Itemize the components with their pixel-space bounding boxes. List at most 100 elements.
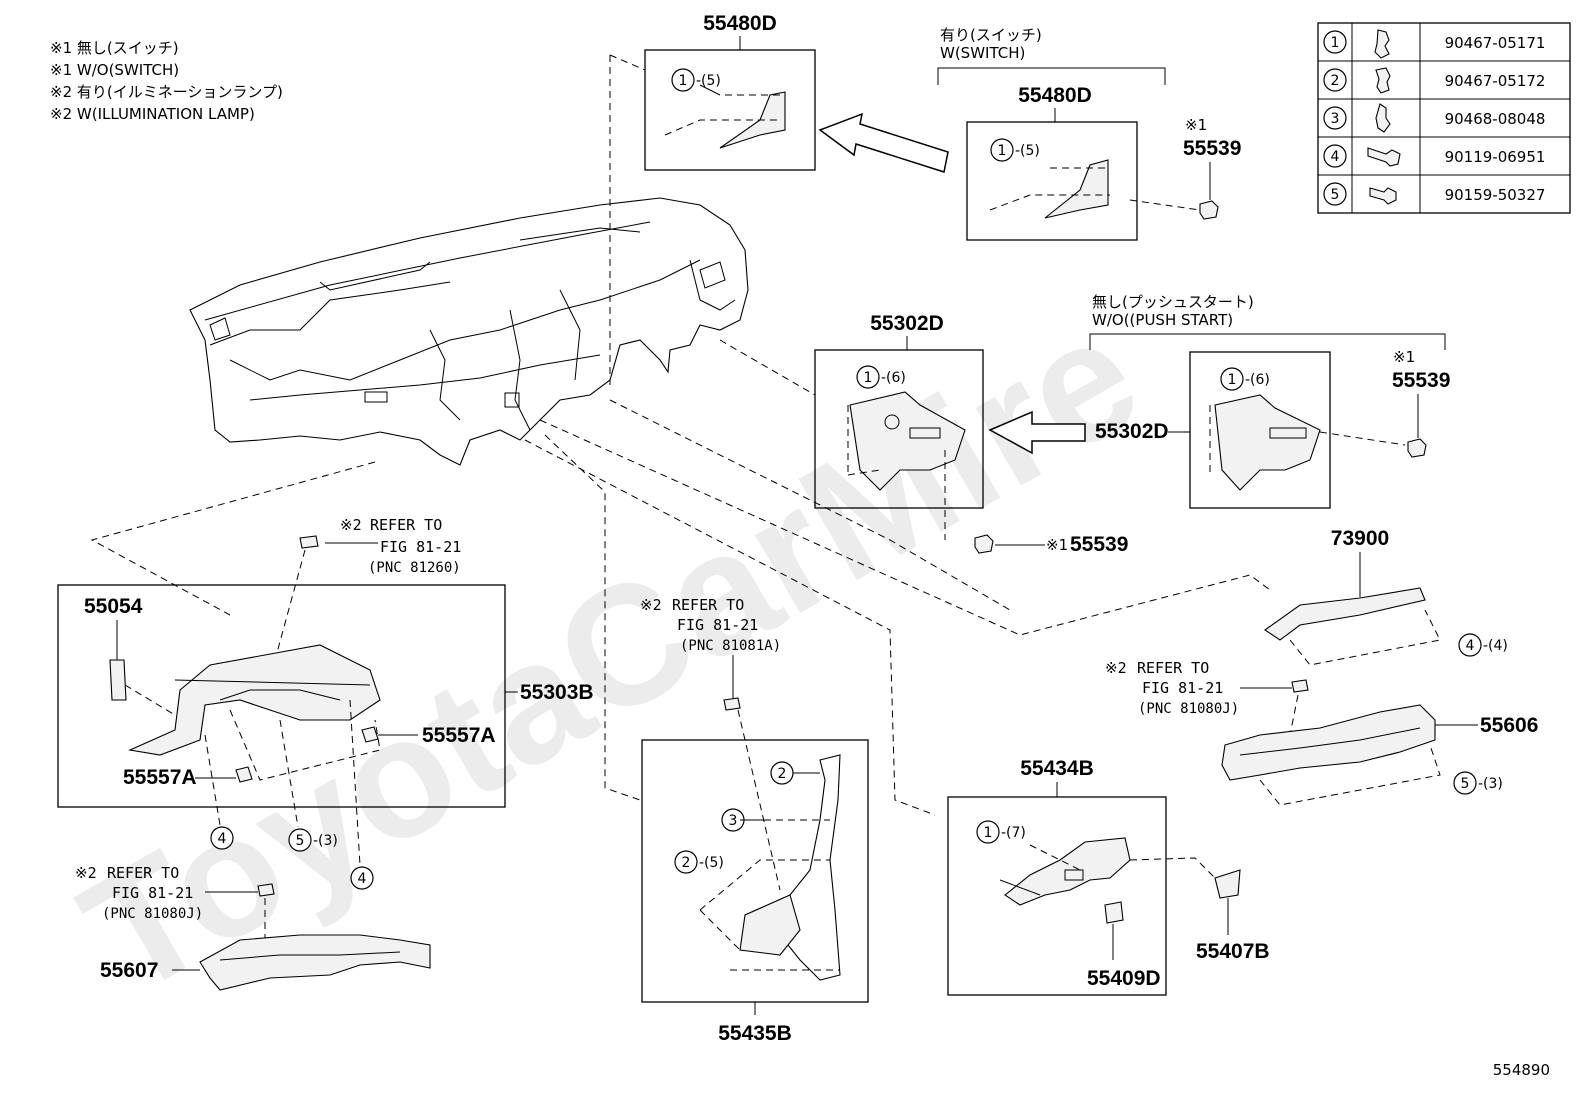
svg-text:※2: ※2 bbox=[340, 516, 362, 534]
part-label-55557A: 55557A bbox=[123, 766, 197, 789]
svg-text:2: 2 bbox=[1331, 73, 1340, 89]
svg-text:-(5): -(5) bbox=[699, 855, 724, 871]
svg-text:-(6): -(6) bbox=[881, 370, 906, 386]
svg-text:5: 5 bbox=[296, 833, 305, 849]
part-label-55480D: 55480D bbox=[703, 12, 777, 35]
legend-part-3: 90468-08048 bbox=[1445, 110, 1546, 128]
part-label-55606: 55606 bbox=[1480, 714, 1538, 737]
part-55539-switch-a: ※1 55539 bbox=[1183, 116, 1241, 220]
box-55434B: 55434B 1 -(7) 55409D bbox=[947, 757, 1216, 996]
notes-block: ※1 無し(スイッチ) ※1 W/O(SWITCH) ※2 有り(イルミネーショ… bbox=[50, 39, 283, 123]
part-label-55480D: 55480D bbox=[1018, 84, 1092, 107]
svg-text:※2: ※2 bbox=[75, 864, 97, 882]
svg-text:REFER TO: REFER TO bbox=[672, 596, 744, 614]
legend-row-5: 5 90159-50327 bbox=[1323, 182, 1546, 206]
part-label-55407B: 55407B bbox=[1196, 940, 1270, 963]
svg-text:4: 4 bbox=[1466, 638, 1475, 654]
push-start-group: 無し(プッシュスタート) W/O((PUSH START) 55302D 1 -… bbox=[1089, 293, 1446, 509]
svg-text:FIG 81-21: FIG 81-21 bbox=[112, 884, 193, 902]
svg-text:1: 1 bbox=[864, 370, 873, 386]
part-55606: 55606 5 -(3) bbox=[1221, 704, 1538, 806]
part-73900: 73900 4 -(4) bbox=[1264, 527, 1508, 666]
part-label-55539: 55539 bbox=[1183, 137, 1241, 160]
note-1: ※1 無し(スイッチ) bbox=[50, 39, 179, 57]
part-label-55557A: 55557A bbox=[422, 724, 496, 747]
legend-row-1: 1 90467-05171 bbox=[1323, 29, 1546, 59]
refer-81081A: ※2 REFER TO FIG 81-21 (PNC 81081A) bbox=[640, 596, 781, 711]
svg-text:5: 5 bbox=[1461, 776, 1470, 792]
svg-text:3: 3 bbox=[1331, 111, 1340, 127]
bolt-icon bbox=[1367, 147, 1401, 167]
svg-text:(PNC 81081A): (PNC 81081A) bbox=[680, 638, 781, 654]
note-2: ※1 W/O(SWITCH) bbox=[50, 61, 179, 79]
svg-text:2: 2 bbox=[682, 855, 691, 871]
svg-text:無し(プッシュスタート): 無し(プッシュスタート) bbox=[1092, 293, 1254, 311]
svg-text:W/O((PUSH START): W/O((PUSH START) bbox=[1092, 311, 1233, 329]
box-55303B: 55054 55557A 55557A 55303B bbox=[57, 584, 594, 808]
part-label-73900: 73900 bbox=[1331, 527, 1389, 550]
diagram-id: 554890 bbox=[1493, 1061, 1550, 1079]
part-label-55435B: 55435B bbox=[718, 1022, 792, 1045]
box-55302D-left: 55302D 1 -(6) bbox=[814, 312, 984, 540]
legend-part-4: 90119-06951 bbox=[1445, 148, 1546, 166]
svg-text:REFER TO: REFER TO bbox=[370, 516, 442, 534]
box-55435B: 2 3 2 -(5) 55435B bbox=[641, 709, 869, 1045]
svg-text:-(6): -(6) bbox=[1245, 372, 1270, 388]
part-label-55302D: 55302D bbox=[1095, 420, 1169, 443]
svg-text:REFER TO: REFER TO bbox=[1137, 659, 1209, 677]
part-label-55434B: 55434B bbox=[1020, 757, 1094, 780]
part-label-55054: 55054 bbox=[84, 595, 143, 618]
part-label-55539: 55539 bbox=[1070, 533, 1128, 556]
part-55407B: 55407B bbox=[1196, 869, 1270, 963]
part-label-55409D: 55409D bbox=[1087, 967, 1161, 990]
part-label-55607: 55607 bbox=[100, 959, 158, 982]
part-label-55303B: 55303B bbox=[520, 681, 594, 704]
part-55539-switch-c: ※1 55539 bbox=[974, 533, 1128, 556]
switch-group: 有り(スイッチ) W(SWITCH) 55480D 1 -(5) bbox=[937, 26, 1201, 241]
callouts-55303B: 4 5 -(3) 4 bbox=[204, 699, 374, 890]
note-3: ※2 有り(イルミネーションランプ) bbox=[50, 83, 283, 101]
part-label-55539: 55539 bbox=[1392, 369, 1450, 392]
svg-text:4: 4 bbox=[358, 871, 367, 887]
clip-icon bbox=[1375, 103, 1391, 133]
legend-part-5: 90159-50327 bbox=[1445, 186, 1546, 204]
legend-part-2: 90467-05172 bbox=[1445, 72, 1546, 90]
svg-text:(PNC 81080J): (PNC 81080J) bbox=[1138, 701, 1239, 717]
part-label-55302D: 55302D bbox=[870, 312, 944, 335]
legend-part-1: 90467-05171 bbox=[1445, 34, 1546, 52]
refer-81080J-right: ※2 REFER TO FIG 81-21 (PNC 81080J) bbox=[1105, 659, 1309, 736]
svg-text:-(7): -(7) bbox=[1001, 825, 1026, 841]
legend-row-4: 4 90119-06951 bbox=[1323, 144, 1546, 168]
legend-row-2: 2 90467-05172 bbox=[1323, 67, 1546, 94]
svg-text:1: 1 bbox=[1228, 372, 1237, 388]
clip-icon bbox=[1375, 67, 1391, 94]
svg-text:REFER TO: REFER TO bbox=[107, 864, 179, 882]
svg-text:FIG 81-21: FIG 81-21 bbox=[677, 616, 758, 634]
svg-text:※1: ※1 bbox=[1046, 536, 1068, 554]
box-55480D-top: 55480D 1 -(5) bbox=[644, 12, 816, 171]
instrument-panel-drawing bbox=[189, 54, 749, 466]
screw-icon bbox=[1369, 187, 1397, 205]
part-55607: 55607 bbox=[100, 934, 431, 991]
svg-text:※1: ※1 bbox=[1185, 116, 1207, 134]
fastener-legend-table: 1 90467-05171 2 90467-05172 3 90468-0804… bbox=[1317, 22, 1571, 214]
svg-text:2: 2 bbox=[778, 766, 787, 782]
svg-text:1: 1 bbox=[1331, 35, 1340, 51]
clip-icon bbox=[1374, 29, 1390, 59]
arrow-left-icon bbox=[818, 112, 949, 173]
svg-text:FIG 81-21: FIG 81-21 bbox=[380, 538, 461, 556]
svg-text:1: 1 bbox=[984, 825, 993, 841]
svg-text:3: 3 bbox=[729, 813, 738, 829]
svg-text:-(4): -(4) bbox=[1483, 638, 1508, 654]
arrow-left-icon bbox=[988, 410, 1086, 455]
svg-text:-(3): -(3) bbox=[313, 833, 338, 849]
svg-text:※1: ※1 bbox=[1393, 348, 1415, 366]
svg-text:※2: ※2 bbox=[1105, 659, 1127, 677]
svg-text:(PNC 81080J): (PNC 81080J) bbox=[102, 906, 203, 922]
refer-81080J-left: ※2 REFER TO FIG 81-21 (PNC 81080J) bbox=[75, 864, 275, 940]
svg-text:W(SWITCH): W(SWITCH) bbox=[940, 44, 1025, 62]
svg-text:-(5): -(5) bbox=[696, 73, 721, 89]
legend-row-3: 3 90468-08048 bbox=[1323, 103, 1546, 133]
svg-text:4: 4 bbox=[1331, 149, 1340, 165]
refer-81260: ※2 REFER TO FIG 81-21 (PNC 81260) bbox=[274, 516, 461, 661]
